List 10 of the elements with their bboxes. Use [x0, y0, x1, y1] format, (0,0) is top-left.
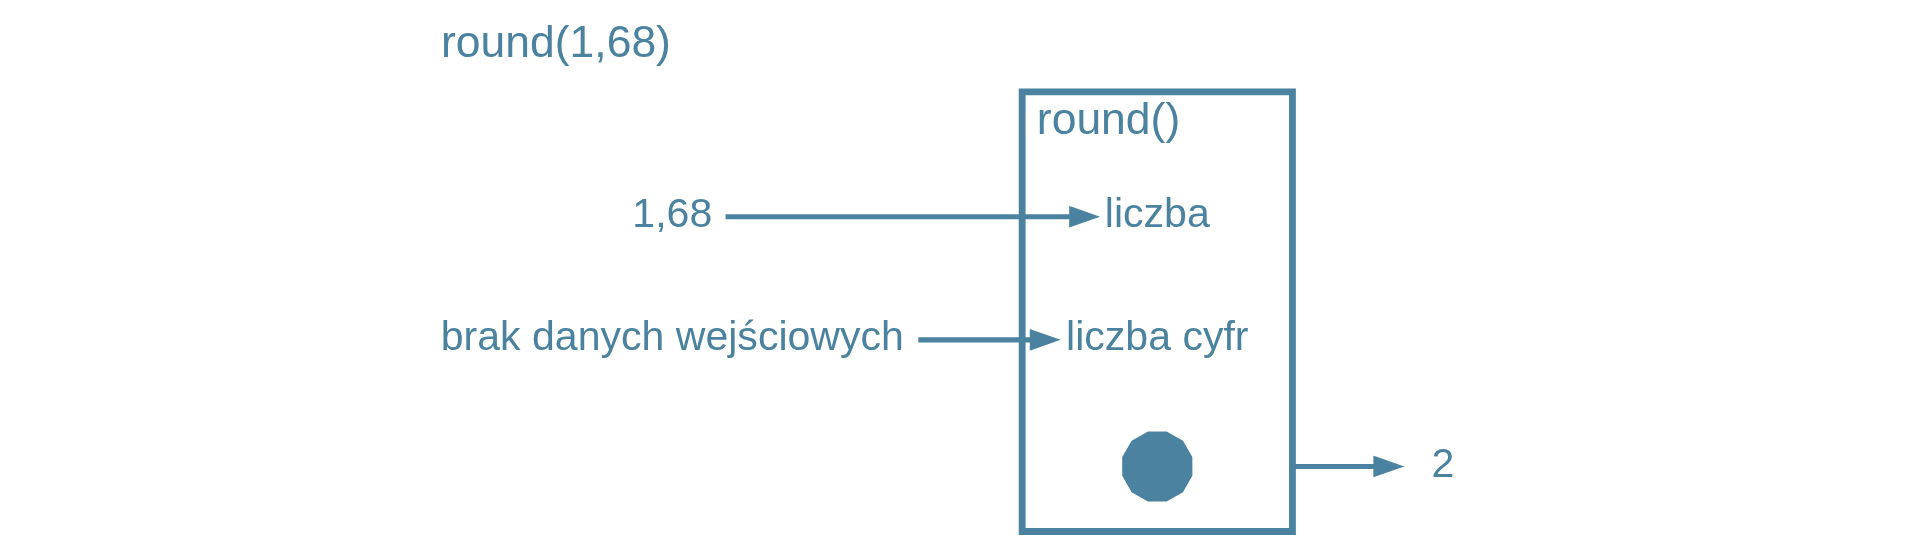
node-text: liczba	[1104, 190, 1210, 237]
arrow	[725, 205, 1101, 228]
node-text: brak danych wejściowych	[440, 313, 904, 360]
node-picture	[1122, 431, 1193, 502]
node-text: 2	[1431, 440, 1455, 487]
arrow	[918, 329, 1061, 351]
node-text: liczba cyfr	[1066, 313, 1249, 360]
arrow	[1292, 455, 1405, 478]
node-text: 1,68	[632, 190, 713, 237]
diagram-title: round(1,68)	[441, 17, 671, 67]
